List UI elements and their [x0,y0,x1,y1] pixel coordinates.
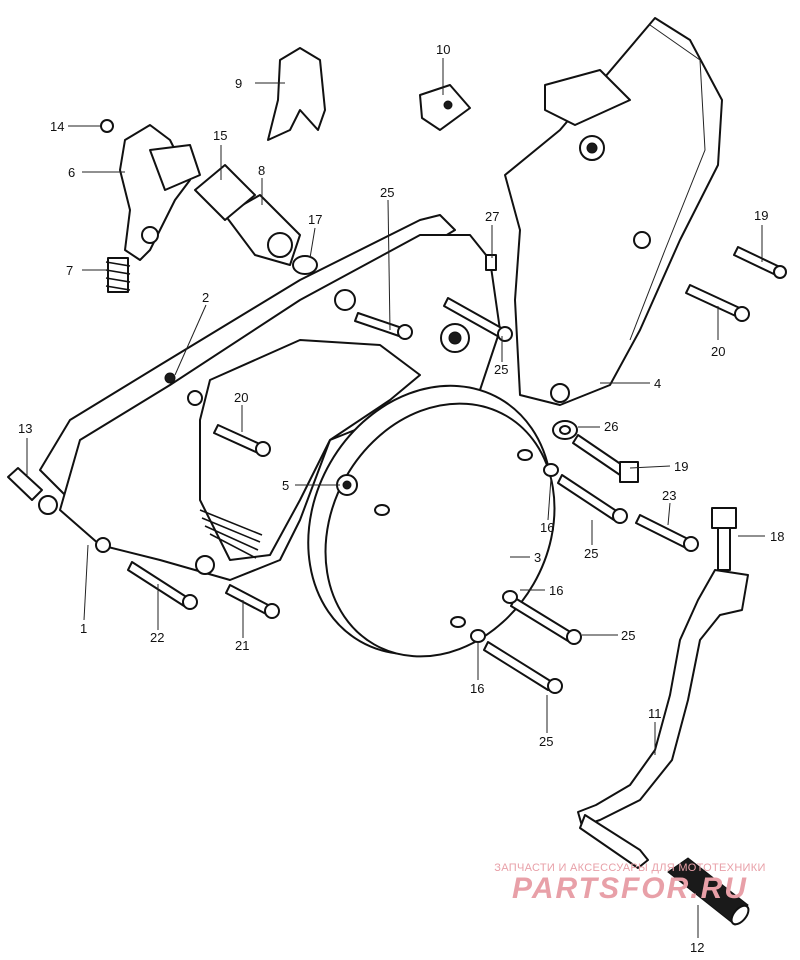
callout-25-middle: 25 [621,628,635,643]
bolt-20-upper [733,246,787,279]
callout-13: 13 [18,421,32,436]
bolt-22-left [127,561,198,610]
callout-2: 2 [202,290,209,305]
shift-spindle [194,164,256,221]
callout-1: 1 [80,621,87,636]
callout-4: 4 [654,376,661,391]
small-cap [100,119,114,133]
bolt-21-lower [225,584,280,619]
callout-27: 27 [485,209,499,224]
callout-19: 19 [674,459,688,474]
washer-16-lower [470,629,486,643]
callout-17: 17 [308,212,322,227]
callout-15: 15 [213,128,227,143]
callout-23: 25 [494,362,508,377]
callout-21-lower: 21 [235,638,249,653]
callout-3: 3 [534,550,541,565]
callout-10: 10 [436,42,450,57]
callout-5: 5 [282,478,289,493]
bolt-25-middle [510,597,582,645]
callout-14: 14 [50,119,64,134]
washer-26 [552,420,578,440]
bolt-18 [711,507,737,571]
callout-6: 6 [68,165,75,180]
bolt-25-lower [483,641,563,694]
pedal-rubber [667,857,750,926]
callout-labels: 9 10 14 15 6 8 25 27 17 19 7 2 20 25 4 2… [18,42,784,955]
callout-20-upper: 19 [754,208,768,223]
kick-shaft [224,194,301,266]
sprocket-cover [504,17,723,406]
callout-12: 12 [690,940,704,955]
washer-16-upper [543,463,559,477]
callout-16-upper: 16 [540,520,554,535]
bolt-25-upper [557,474,628,524]
callout-24: 25 [380,185,394,200]
callout-25-lower: 25 [539,734,553,749]
leader-lines [26,58,765,938]
callout-16-lower: 16 [470,681,484,696]
bolt-27 [485,254,497,271]
clip-nut [419,84,471,131]
washer-16-middle [502,590,518,604]
callout-11: 11 [648,706,662,721]
circlip-17 [292,255,318,275]
callout-20-lower: 20 [711,344,725,359]
callout-18: 18 [770,529,784,544]
kick-pedal-arm [577,569,749,869]
callout-9: 9 [235,76,242,91]
bolt-22-right [635,514,699,552]
callout-16-middle: 16 [549,583,563,598]
callout-7: 7 [66,263,73,278]
bolt-24 [354,312,413,340]
return-spring [105,257,131,293]
dowel-pin-13 [7,467,43,501]
callout-22-right: 23 [662,488,676,503]
callout-22-left: 22 [150,630,164,645]
callout-26: 26 [604,419,618,434]
round-clutch-cover [307,384,556,658]
callout-25-upper: 25 [584,546,598,561]
callout-8: 8 [258,163,265,178]
bolt-21-upper [213,424,271,457]
bolt-19 [572,434,639,483]
bolt-20-lower [685,284,750,322]
fork-bracket [267,47,326,141]
shift-arm [119,124,201,261]
callout-21-upper: 20 [234,390,248,405]
